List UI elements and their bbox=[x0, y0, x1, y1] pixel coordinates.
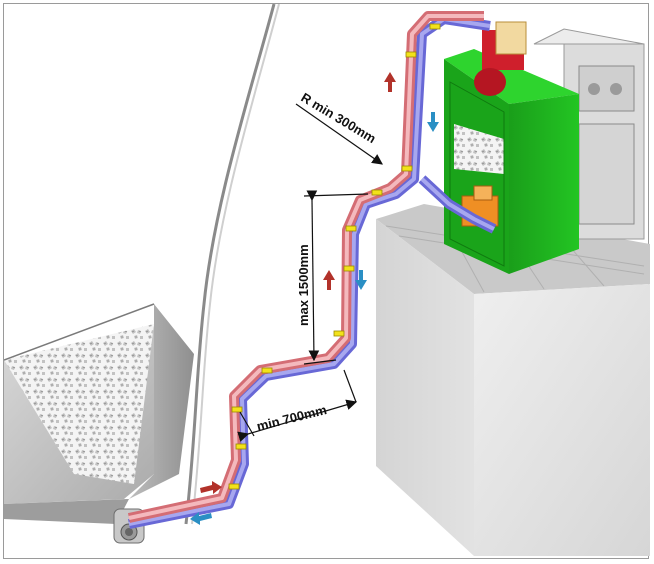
height-label: max 1500mm bbox=[296, 244, 311, 326]
boiler-unit bbox=[533, 28, 645, 240]
radius-label: R min 300mm bbox=[298, 90, 378, 146]
vacuum-turbine-icon bbox=[474, 21, 527, 96]
storage-hopper bbox=[4, 303, 194, 524]
pellet-feed-diagram: R min 300mm max 1500mm min 700mm bbox=[4, 4, 650, 556]
length-label: min 700mm bbox=[255, 402, 328, 434]
flow-arrows bbox=[190, 72, 439, 525]
green-fuel-box bbox=[444, 49, 579, 274]
pipe-clips bbox=[228, 23, 441, 490]
dimension-lines bbox=[237, 103, 383, 442]
diagram-frame: R min 300mm max 1500mm min 700mm bbox=[3, 3, 650, 559]
